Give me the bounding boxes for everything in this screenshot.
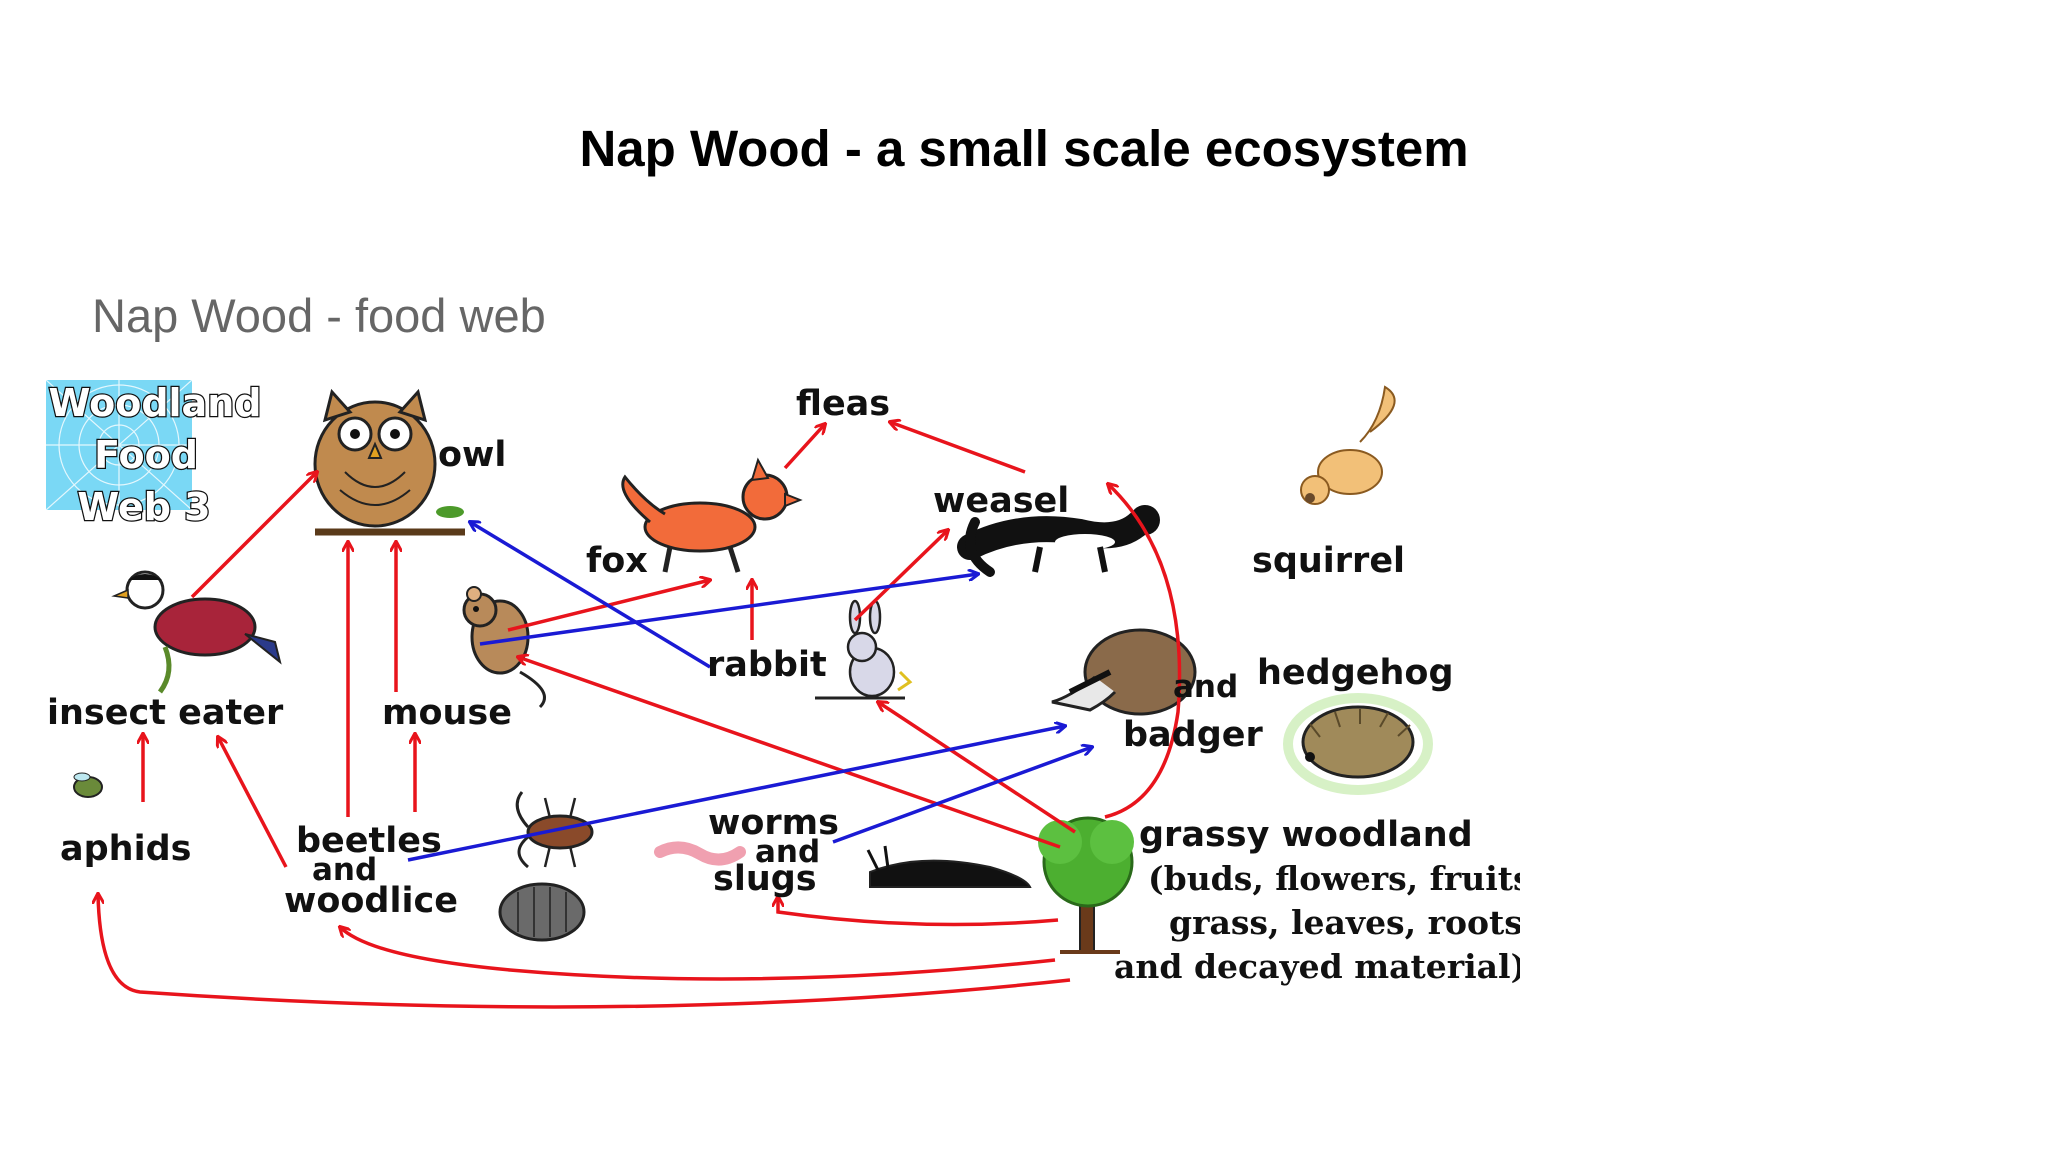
arrow-woodland-to-woodlice [340,927,1056,981]
slide-subtitle: Nap Wood - food web [92,289,546,342]
slug-icon [866,845,1032,888]
label-owl: owl [438,435,506,475]
label-badger-and: and [1173,669,1238,705]
arrow-weasel-to-fleas [890,422,1026,474]
weasel-icon [957,505,1160,577]
arrow-woodland-to-rabbit [878,702,1076,834]
woodlouse-icon [498,882,586,942]
label-slugs: slugs [713,859,817,899]
mouse-icon [462,586,546,709]
aphid-icon [73,772,103,798]
arrow-slugs-to-badger [832,747,1092,844]
label-beetles: beetles [296,821,442,861]
logo-line-2: Food [94,433,198,477]
label-beetles-and: and [312,852,377,888]
tree-icon [1038,816,1134,954]
hedgehog-icon [1283,693,1433,795]
label-woodland-desc-3: and decayed material) [1114,947,1520,986]
label-woodland-desc-2: grass, leaves, roots [1169,903,1520,942]
fox-icon [621,457,803,573]
arrow-beetles-to-insect-eater [218,737,288,868]
label-fleas: fleas [796,384,890,424]
label-hedgehog: hedgehog [1257,653,1454,693]
label-woodland-desc-1: (buds, flowers, fruits, [1148,859,1520,898]
owl-icon [313,388,465,536]
insect-eater-bird-icon [111,570,282,694]
label-weasel: weasel [933,481,1069,521]
label-mouse: mouse [382,693,512,733]
logo-line-3: Web 3 [77,485,210,529]
label-insect-eater: insect eater [47,693,284,733]
arrow-rabbit-to-weasel [853,530,948,622]
food-web-diagram: Woodland Food Web 3 [45,379,1520,1009]
label-aphids: aphids [60,829,191,869]
arrow-woodland-to-aphids [98,894,1071,1009]
rabbit-icon [815,599,913,700]
arrow-woodland-to-mouse [518,657,1061,849]
squirrel-icon [1300,385,1396,505]
label-fox: fox [586,541,648,581]
arrow-mouse-to-weasel [479,574,978,646]
arrow-fox-to-fleas [783,424,825,470]
arrow-beetles-to-badger [407,726,1065,862]
red-feeding-arrows [98,422,1182,1009]
arrow-rabbit-to-owl [470,522,711,669]
worm-icon [654,841,746,866]
arrow-woodland-to-squirrel [1104,484,1182,819]
spider-web-icon [45,379,193,511]
badger-icon [1051,628,1197,716]
slide-title: Nap Wood - a small scale ecosystem [579,120,1469,177]
label-worms: worms [708,803,839,843]
arrow-woodland-to-slugs [778,897,1059,927]
arrow-insect-eater-to-owl [190,472,317,599]
label-squirrel: squirrel [1252,541,1405,581]
label-woodlice: woodlice [284,881,458,921]
label-worms-and: and [755,834,820,870]
label-rabbit: rabbit [707,645,827,685]
blue-feeding-arrows [407,522,1092,862]
woodland-food-web-logo: Woodland Food Web 3 [45,379,263,530]
label-grassy-woodland: grassy woodland [1139,815,1473,855]
label-badger: badger [1123,715,1264,755]
logo-line-1: Woodland [49,381,262,425]
